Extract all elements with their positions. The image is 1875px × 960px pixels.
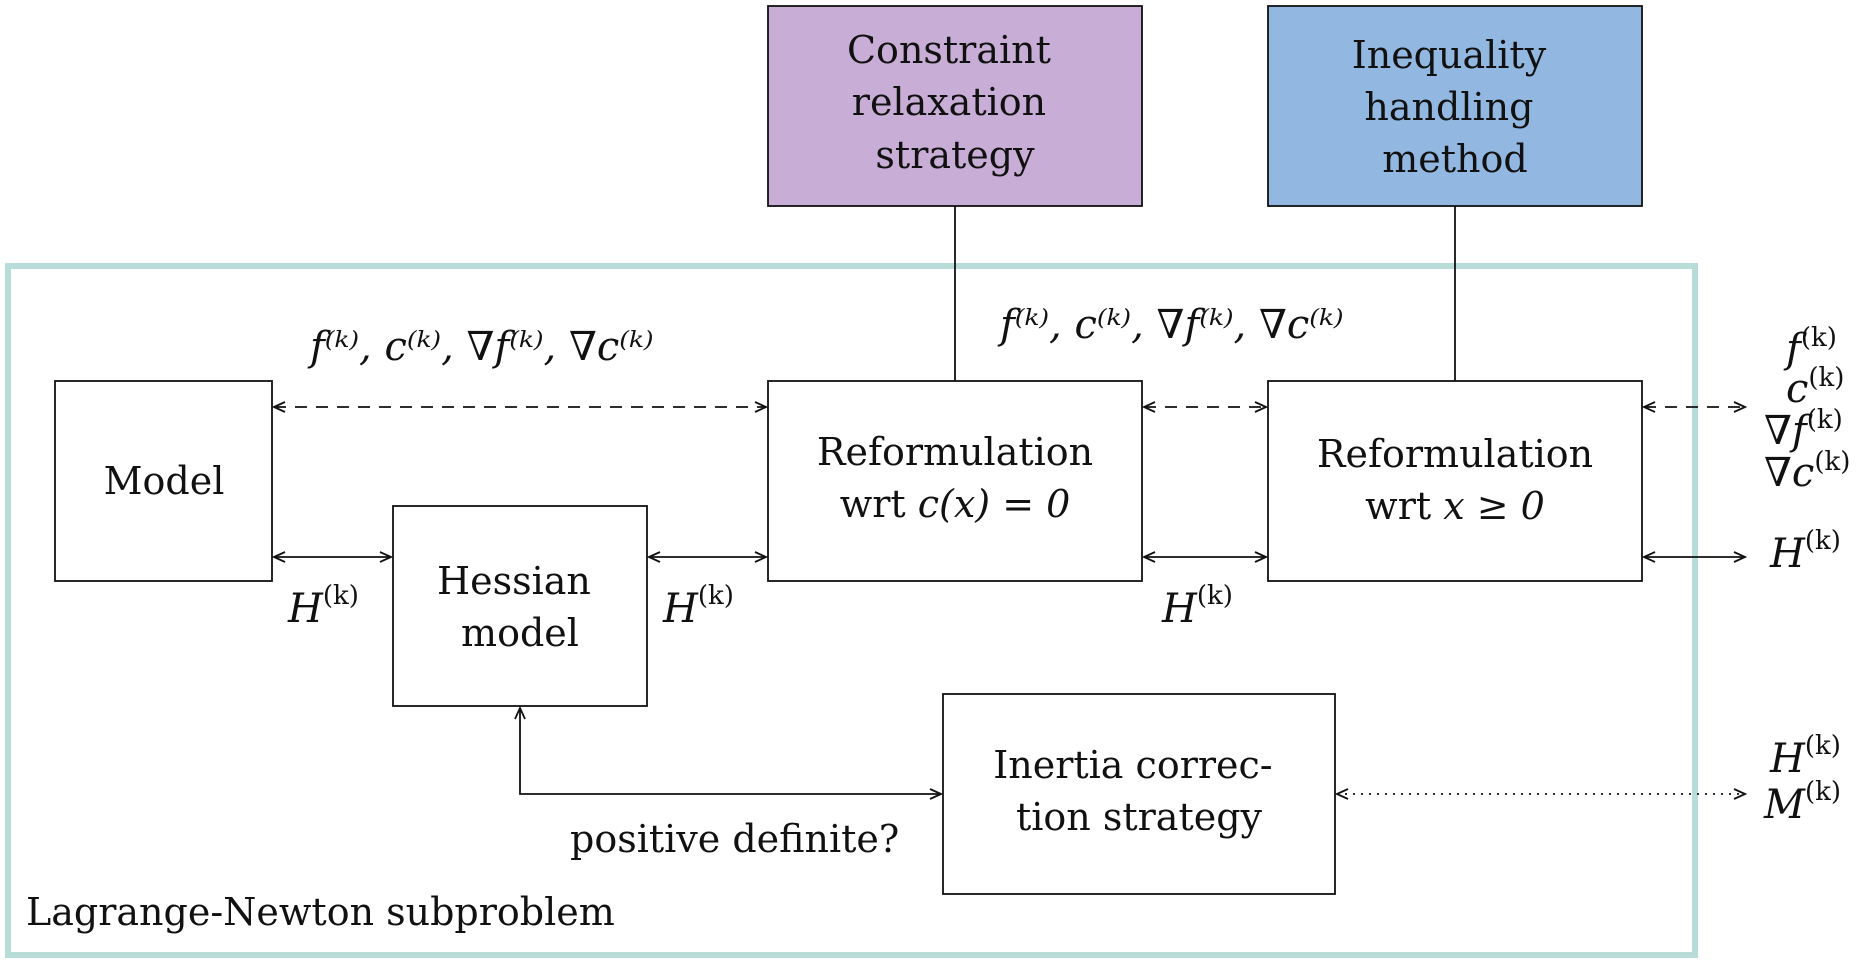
- reformulation-x-line2: wrt x ≥ 0: [1365, 484, 1545, 528]
- hess-label-reform-reform: H(k): [1161, 581, 1233, 632]
- model-label: Model: [104, 459, 225, 503]
- hess-label-hessian-reform: H(k): [662, 581, 734, 632]
- inertia-correction-label: Inertia correc- tion strategy: [993, 743, 1285, 839]
- inequality-handling-box: [1267, 5, 1643, 207]
- out-M-label: M(k): [1763, 777, 1841, 828]
- hess-label-model-hessian: H(k): [287, 581, 359, 632]
- subproblem-frame: [5, 263, 1698, 958]
- hess-label-output: H(k): [1769, 526, 1841, 577]
- constraint-relaxation-box: [767, 5, 1143, 207]
- positive-definite-label: positive definite?: [570, 817, 899, 861]
- subproblem-label: Lagrange-Newton subproblem: [26, 890, 615, 934]
- out-H-label: H(k): [1769, 731, 1841, 782]
- model-box: [54, 380, 273, 582]
- reformulation-c-box: [767, 380, 1143, 582]
- out-f-label: f(k): [1783, 323, 1837, 372]
- reformulation-x-box: [1267, 380, 1643, 582]
- hessian-model-label: Hessian model: [437, 559, 603, 655]
- reformulation-c-line1: Reformulation: [817, 430, 1093, 474]
- inertia-correction-box: [942, 693, 1336, 895]
- hessian-inertia-arrow: [520, 708, 941, 794]
- out-c-label: c(k): [1786, 363, 1844, 412]
- inequality-handling-label: Inequality handling method: [1352, 33, 1559, 181]
- constraint-relaxation-label: Constraint relaxation strategy: [847, 28, 1063, 177]
- out-grad-c-label: ∇c(k): [1764, 447, 1850, 496]
- grad-label-mid: f⁽ᵏ⁾, c⁽ᵏ⁾, ∇f⁽ᵏ⁾, ∇c⁽ᵏ⁾: [997, 302, 1344, 348]
- hessian-model-box: [392, 505, 648, 707]
- reformulation-x-line1: Reformulation: [1317, 432, 1593, 476]
- out-grad-f-label: ∇f(k): [1764, 405, 1843, 454]
- reformulation-c-line2: wrt c(x) = 0: [840, 482, 1071, 526]
- grad-label-left: f⁽ᵏ⁾, c⁽ᵏ⁾, ∇f⁽ᵏ⁾, ∇c⁽ᵏ⁾: [307, 324, 654, 370]
